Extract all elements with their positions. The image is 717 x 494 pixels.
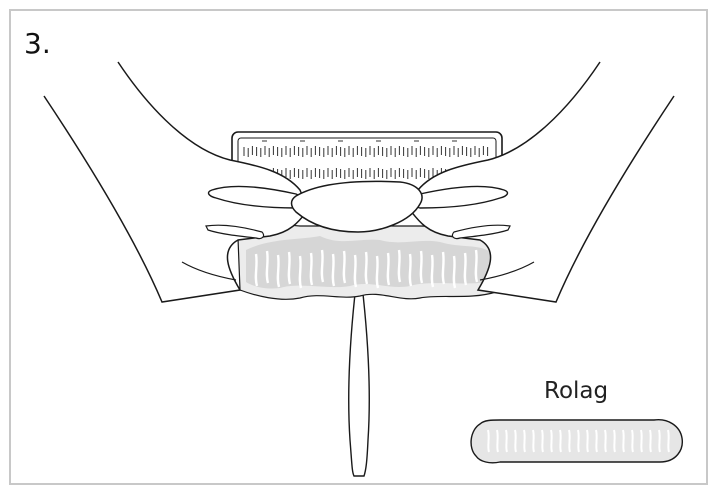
rolag-label: Rolag [544,380,608,403]
hand-carder-handle [349,285,370,476]
thumbs-icon [292,181,422,232]
rolag-icon [471,420,682,463]
